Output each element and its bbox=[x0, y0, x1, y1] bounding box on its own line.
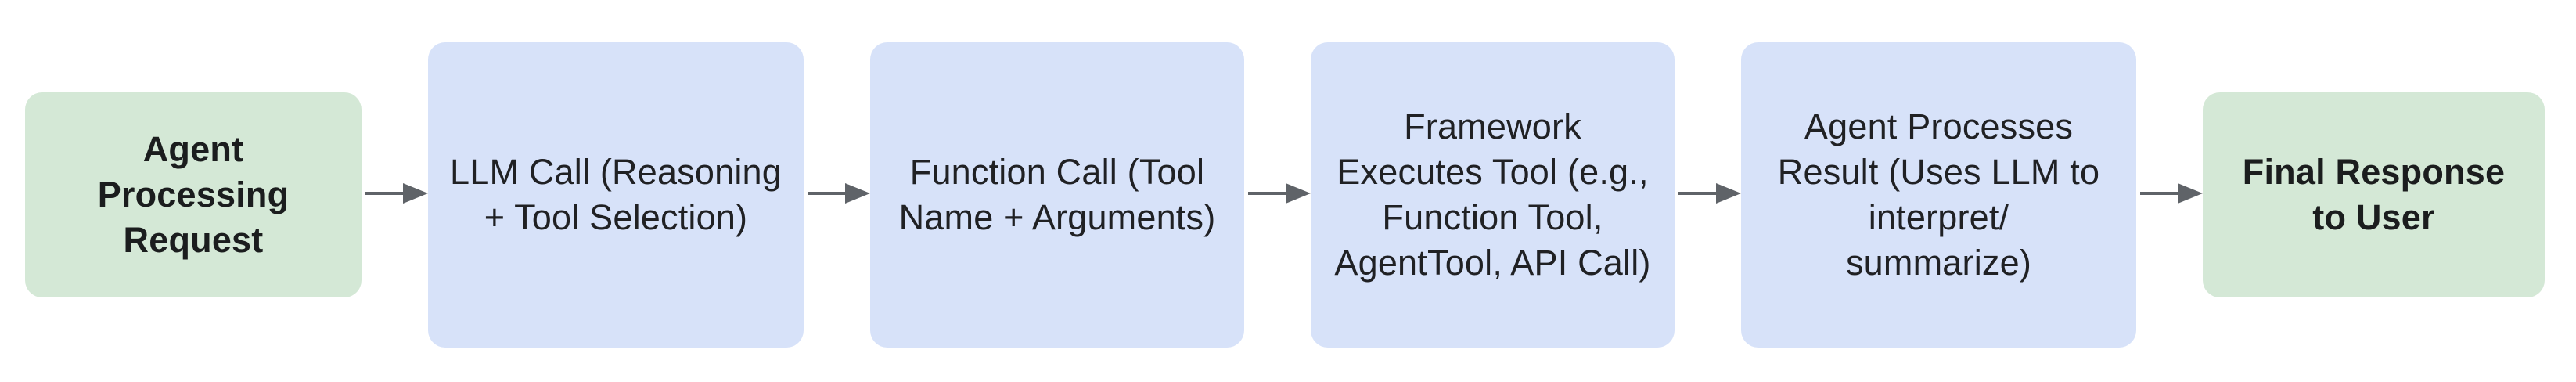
flow-arrow-2 bbox=[804, 183, 870, 204]
node-final-response-to-user: Final Response to User bbox=[2203, 92, 2545, 297]
arrow-right-icon bbox=[845, 183, 870, 204]
node-framework-executes-tool-label: Framework Executes Tool (e.g., Function … bbox=[1334, 106, 1651, 283]
node-llm-call-label: LLM Call (Reasoning + Tool Selection) bbox=[449, 152, 782, 237]
arrow-stem bbox=[1678, 192, 1719, 195]
arrow-right-icon bbox=[1286, 183, 1311, 204]
arrow-stem bbox=[2140, 192, 2181, 195]
arrow-right-icon bbox=[1716, 183, 1741, 204]
node-framework-executes-tool: Framework Executes Tool (e.g., Function … bbox=[1311, 42, 1675, 348]
node-agent-processing-request-label: Agent Processing Request bbox=[97, 129, 290, 260]
node-agent-processing-request: Agent Processing Request bbox=[25, 92, 362, 297]
arrow-right-icon bbox=[403, 183, 428, 204]
flow-arrow-3 bbox=[1244, 183, 1311, 204]
flow-arrow-4 bbox=[1675, 183, 1741, 204]
node-final-response-to-user-label: Final Response to User bbox=[2242, 152, 2506, 237]
arrow-stem bbox=[808, 192, 848, 195]
arrow-stem bbox=[1248, 192, 1289, 195]
arrow-stem bbox=[365, 192, 406, 195]
node-function-call-label: Function Call (Tool Name + Arguments) bbox=[898, 152, 1216, 237]
node-llm-call: LLM Call (Reasoning + Tool Selection) bbox=[428, 42, 804, 348]
arrow-right-icon bbox=[2178, 183, 2203, 204]
node-agent-processes-result: Agent Processes Result (Uses LLM to inte… bbox=[1741, 42, 2136, 348]
flow-arrow-5 bbox=[2136, 183, 2203, 204]
node-agent-processes-result-label: Agent Processes Result (Uses LLM to inte… bbox=[1777, 106, 2100, 283]
flow-arrow-1 bbox=[362, 183, 428, 204]
node-function-call: Function Call (Tool Name + Arguments) bbox=[870, 42, 1244, 348]
